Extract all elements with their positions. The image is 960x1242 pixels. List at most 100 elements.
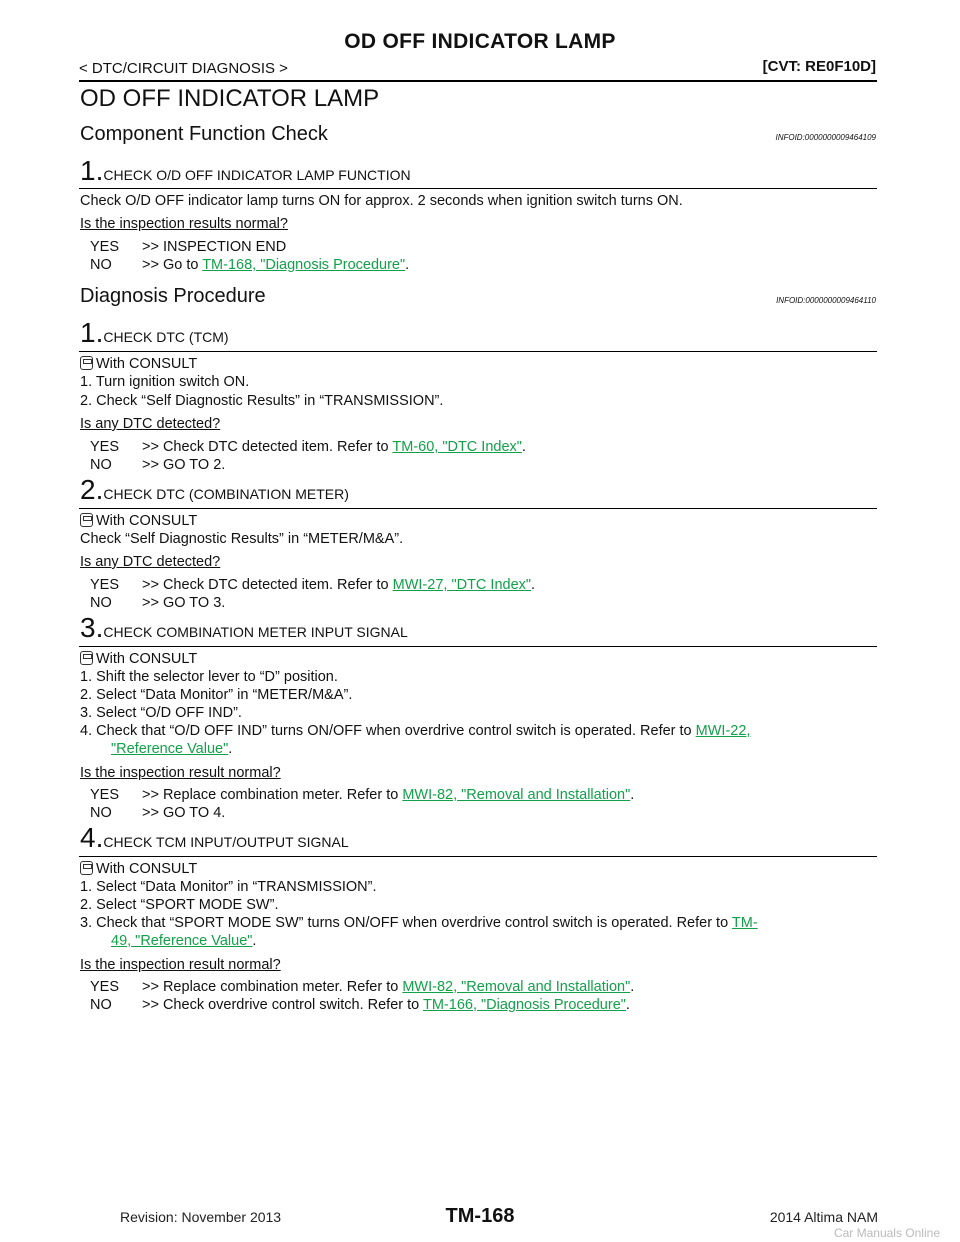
dp-s3-l4-suffix: . [228, 741, 233, 757]
link-tm166-diagnosis[interactable]: TM-166, "Diagnosis Procedure" [423, 997, 626, 1013]
yes-suffix: . [531, 577, 536, 593]
infoid-dp: INFOID:0000000009464110 [776, 296, 876, 305]
step-title: CHECK TCM INPUT/OUTPUT SIGNAL [103, 834, 349, 850]
yes-key: YES [90, 239, 120, 255]
section-title-cfc: Component Function Check [80, 123, 328, 145]
breadcrumb: < DTC/CIRCUIT DIAGNOSIS > [79, 60, 288, 77]
step-rule [79, 856, 877, 857]
step-rule [79, 646, 877, 647]
dp-s4-l3-cont: 49, "Reference Value". [111, 933, 256, 949]
dp-s2-l1: Check “Self Diagnostic Results” in “METE… [80, 531, 404, 547]
dp-step-3-heading: 3.CHECK COMBINATION METER INPUT SIGNAL [80, 612, 408, 644]
no-prefix: >> Go to [142, 257, 203, 273]
yes-prefix: >> Replace combination meter. Refer to [142, 979, 403, 995]
consult-label: With CONSULT [96, 651, 198, 667]
dp-s3-l1: 1. Shift the selector lever to “D” posit… [80, 669, 338, 685]
link-tm60-dtc-index[interactable]: TM-60, "DTC Index" [392, 439, 522, 455]
step-number: 2. [80, 474, 104, 505]
footer-page-number: TM-168 [445, 1205, 515, 1227]
dp-s1-l1: 1. Turn ignition switch ON. [80, 374, 250, 390]
page-top-title: OD OFF INDICATOR LAMP [344, 30, 616, 53]
link-mwi82-removal[interactable]: MWI-82, "Removal and Installation" [402, 979, 631, 995]
yes-key: YES [90, 577, 120, 593]
consult-icon [80, 651, 93, 665]
dp-s4-l1: 1. Select “Data Monitor” in “TRANSMISSIO… [80, 879, 377, 895]
consult-icon [80, 513, 93, 527]
yes-key: YES [90, 439, 120, 455]
step-rule [79, 188, 877, 189]
dp-s3-no-line: NO>> GO TO 4. [90, 805, 225, 821]
dp-s2-question: Is any DTC detected? [80, 554, 221, 570]
cfc-step-1-body: Check O/D OFF indicator lamp turns ON fo… [80, 193, 683, 209]
consult-line: With CONSULT [80, 513, 197, 529]
dp-s1-question: Is any DTC detected? [80, 416, 221, 432]
consult-label: With CONSULT [96, 356, 198, 372]
consult-line: With CONSULT [80, 651, 197, 667]
consult-label: With CONSULT [96, 513, 198, 529]
consult-icon [80, 356, 93, 370]
link-tm49-part2[interactable]: 49, "Reference Value" [111, 933, 253, 949]
infoid-cfc: INFOID:0000000009464109 [775, 133, 876, 142]
link-mwi82-removal[interactable]: MWI-82, "Removal and Installation" [402, 787, 631, 803]
cfc-yes-line: YES >> INSPECTION END [90, 239, 286, 255]
step-title: CHECK DTC (COMBINATION METER) [103, 486, 349, 502]
cfc-question: Is the inspection results normal? [80, 216, 288, 232]
link-mwi27-dtc-index[interactable]: MWI-27, "DTC Index" [392, 577, 532, 593]
link-tm168-diagnosis[interactable]: TM-168, "Diagnosis Procedure" [202, 257, 406, 273]
footer-model: 2014 Altima NAM [769, 1209, 878, 1225]
no-key: NO [90, 257, 112, 273]
step-title: CHECK COMBINATION METER INPUT SIGNAL [103, 624, 408, 640]
dp-s3-l4-cont: "Reference Value". [111, 741, 232, 757]
dp-s4-yes-line: YES >> Replace combination meter. Refer t… [90, 979, 634, 995]
header-rule [79, 80, 877, 82]
no-suffix: . [405, 257, 410, 273]
dp-s4-no-line: NO >> Check overdrive control switch. Ref… [90, 997, 630, 1013]
dp-s4-l2: 2. Select “SPORT MODE SW”. [80, 897, 279, 913]
dp-s4-question: Is the inspection result normal? [80, 957, 281, 973]
dp-s3-l2: 2. Select “Data Monitor” in “METER/M&A”. [80, 687, 353, 703]
dp-s2-no-line: NO>> GO TO 3. [90, 595, 225, 611]
dp-step-4-heading: 4.CHECK TCM INPUT/OUTPUT SIGNAL [80, 822, 349, 854]
dp-step-2-heading: 2.CHECK DTC (COMBINATION METER) [80, 474, 349, 506]
cfc-step-1-heading: 1.CHECK O/D OFF INDICATOR LAMP FUNCTION [80, 155, 411, 187]
section-title-dp: Diagnosis Procedure [80, 285, 266, 307]
step-rule [79, 351, 877, 352]
dp-s3-l4-text: 4. Check that “O/D OFF IND” turns ON/OFF… [80, 723, 696, 739]
yes-text: >> INSPECTION END [142, 239, 287, 255]
footer-revision: Revision: November 2013 [120, 1209, 282, 1225]
dp-s4-l3: 3. Check that “SPORT MODE SW” turns ON/O… [80, 915, 758, 931]
dp-s2-yes-line: YES>> Check DTC detected item. Refer to … [90, 577, 535, 593]
link-mwi22-part1[interactable]: MWI-22, [695, 723, 751, 739]
no-key: NO [90, 457, 112, 473]
dp-step-1-heading: 1.CHECK DTC (TCM) [80, 317, 229, 349]
dp-s1-l2: 2. Check “Self Diagnostic Results” in “T… [80, 393, 444, 409]
link-mwi22-part2[interactable]: "Reference Value" [111, 741, 229, 757]
yes-suffix: . [630, 979, 635, 995]
dp-s4-l3-suffix: . [252, 933, 257, 949]
step-number: 3. [80, 612, 104, 643]
consult-line: With CONSULT [80, 356, 197, 372]
yes-suffix: . [521, 439, 526, 455]
no-text: >> GO TO 2. [142, 457, 226, 473]
step-number: 4. [80, 822, 104, 853]
link-tm49-part1[interactable]: TM- [731, 915, 758, 931]
dp-s3-l3: 3. Select “O/D OFF IND”. [80, 705, 242, 721]
no-suffix: . [625, 997, 630, 1013]
no-text: >> GO TO 4. [142, 805, 226, 821]
step-title: CHECK DTC (TCM) [103, 329, 229, 345]
yes-prefix: >> Check DTC detected item. Refer to [142, 577, 393, 593]
yes-key: YES [90, 787, 120, 803]
cfc-no-line: NO >> Go to TM-168, "Diagnosis Procedure"… [90, 257, 409, 273]
no-key: NO [90, 997, 112, 1013]
dp-s3-l4: 4. Check that “O/D OFF IND” turns ON/OFF… [80, 723, 750, 739]
dp-s4-l3-text: 3. Check that “SPORT MODE SW” turns ON/O… [80, 915, 732, 931]
yes-key: YES [90, 979, 120, 995]
no-key: NO [90, 595, 112, 611]
no-prefix: >> Check overdrive control switch. Refer… [142, 997, 423, 1013]
consult-icon [80, 861, 93, 875]
dp-s3-question: Is the inspection result normal? [80, 765, 281, 781]
dp-s1-no-line: NO >> GO TO 2. [90, 457, 225, 473]
step-rule [79, 508, 877, 509]
step-title: CHECK O/D OFF INDICATOR LAMP FUNCTION [103, 167, 411, 183]
yes-prefix: >> Replace combination meter. Refer to [142, 787, 403, 803]
